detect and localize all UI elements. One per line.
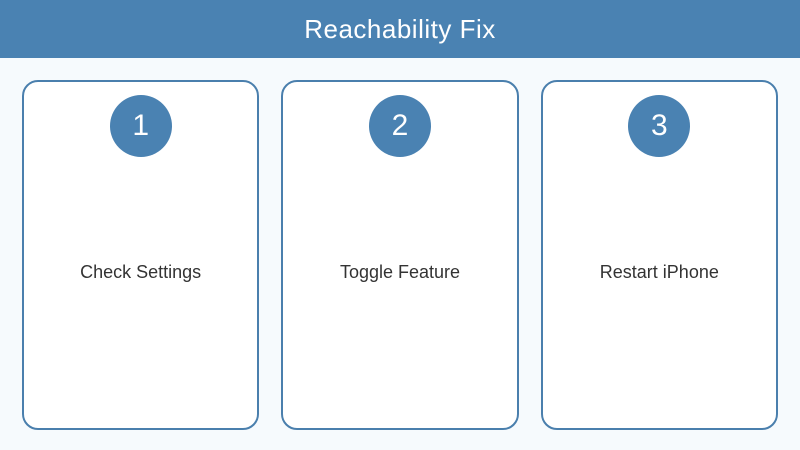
step-card-2: 2 Toggle Feature [281, 80, 519, 430]
step-card-1: 1 Check Settings [22, 80, 260, 430]
step-label: Restart iPhone [599, 262, 719, 282]
step-number-badge: 3 [628, 95, 691, 157]
page-title: Reachability Fix [304, 13, 496, 44]
step-number-badge: 1 [109, 95, 172, 157]
step-label: Check Settings [80, 262, 202, 282]
step-label: Toggle Feature [339, 262, 461, 282]
steps-container: 1 Check Settings 2 Toggle Feature 3 Rest… [0, 58, 800, 430]
header-bar: Reachability Fix [0, 0, 800, 58]
step-number-badge: 2 [368, 95, 431, 157]
step-card-3: 3 Restart iPhone [540, 80, 778, 430]
